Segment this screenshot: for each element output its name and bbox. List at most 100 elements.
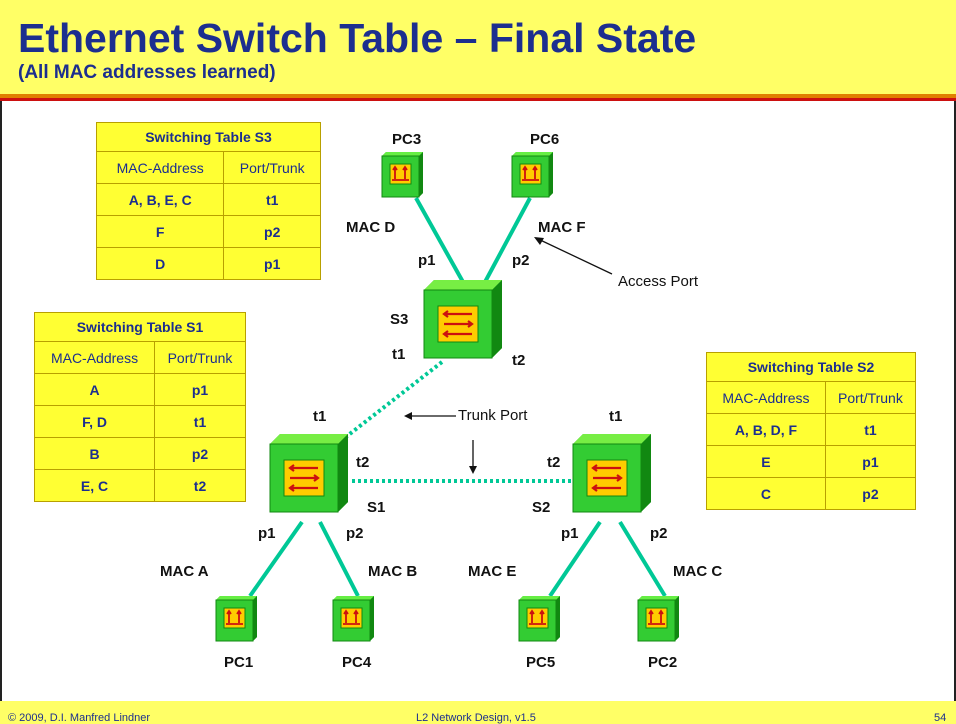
- port-cell: p1: [824, 445, 917, 478]
- mac-cell: E, C: [33, 469, 156, 502]
- access-port-arrow: [535, 237, 613, 275]
- s3-p1-label: p1: [418, 252, 436, 269]
- header-divider-orange: [0, 94, 956, 98]
- switch-icon: [268, 432, 350, 514]
- mac-cell: E: [706, 445, 826, 478]
- port-cell: p2: [223, 215, 321, 248]
- trunk-s3-s1: [340, 360, 444, 442]
- trunk-port-label: Trunk Port: [458, 407, 528, 424]
- mac-cell: C: [706, 477, 826, 510]
- footer-course-title: L2 Network Design, v1.5: [416, 712, 536, 724]
- slide-footer: © 2009, D.I. Manfred Lindner L2 Network …: [0, 701, 956, 724]
- mac-cell: A, B, D, F: [706, 413, 826, 446]
- port-cell: t1: [824, 413, 917, 446]
- slide-subtitle: (All MAC addresses learned): [18, 62, 276, 83]
- pc4-label: PC4: [342, 654, 372, 671]
- table-row: C p2: [706, 477, 917, 510]
- pc6-label: PC6: [530, 131, 559, 148]
- access-port-label: Access Port: [618, 273, 699, 290]
- pc2-label: PC2: [648, 654, 677, 671]
- mac-e-label: MAC E: [468, 563, 516, 580]
- table-row: F p2: [95, 215, 321, 248]
- s2-p1-label: p1: [561, 525, 579, 542]
- table-row: E, C t2: [33, 469, 246, 502]
- pc1-label: PC1: [224, 654, 253, 671]
- s3-p2-label: p2: [512, 252, 530, 269]
- port-cell: p2: [824, 477, 917, 510]
- link-pc6-s3: [483, 197, 532, 283]
- table-row: A, B, D, F t1: [706, 413, 917, 446]
- mac-cell: F, D: [33, 405, 156, 438]
- column-header-mac: MAC-Address: [95, 151, 225, 184]
- mac-cell: B: [33, 437, 156, 470]
- link-pc3-s3: [414, 197, 465, 283]
- port-cell: p1: [154, 373, 246, 406]
- footer-copyright: © 2009, D.I. Manfred Lindner: [8, 712, 151, 724]
- pc5-label: PC5: [526, 654, 555, 671]
- pc-icon: [518, 595, 561, 642]
- port-cell: t1: [154, 405, 246, 438]
- column-header-mac: MAC-Address: [33, 341, 156, 374]
- s1-label: S1: [367, 499, 385, 516]
- mac-b-label: MAC B: [368, 563, 417, 580]
- mac-cell: A, B, E, C: [95, 183, 225, 216]
- column-header-mac: MAC-Address: [706, 381, 826, 414]
- left-border: [0, 101, 2, 701]
- link-s2-pc5: [548, 520, 602, 598]
- slide-header: Ethernet Switch Table – Final State (All…: [0, 0, 956, 94]
- switching-table-s3: Switching Table S3 MAC-Address Port/Trun…: [95, 122, 321, 280]
- table-title: Switching Table S2: [706, 352, 916, 382]
- s2-label: S2: [532, 499, 550, 516]
- s2-t2-label: t2: [547, 454, 560, 471]
- column-header-port: Port/Trunk: [223, 151, 321, 184]
- mac-cell: D: [95, 247, 225, 280]
- trunk-port-arrowhead-down: [469, 466, 477, 474]
- table-row: A, B, E, C t1: [95, 183, 321, 216]
- pc-icon: [637, 595, 680, 642]
- column-header-port: Port/Trunk: [824, 381, 917, 414]
- trunk-port-arrowhead-left: [404, 412, 412, 420]
- pc-icon: [381, 151, 424, 198]
- table-title: Switching Table S3: [96, 122, 321, 152]
- mac-d-label: MAC D: [346, 219, 395, 236]
- header-divider-red: [0, 98, 956, 101]
- port-cell: p1: [223, 247, 321, 280]
- table-row: F, D t1: [33, 405, 246, 438]
- table-row: E p1: [706, 445, 917, 478]
- port-cell: t1: [223, 183, 321, 216]
- s1-p1-label: p1: [258, 525, 276, 542]
- switch-icon: [422, 278, 504, 360]
- s1-p2-label: p2: [346, 525, 364, 542]
- s3-label: S3: [390, 311, 408, 328]
- column-header-port: Port/Trunk: [154, 341, 246, 374]
- mac-cell: A: [33, 373, 156, 406]
- s1-t2-label: t2: [356, 454, 369, 471]
- switching-table-s2: Switching Table S2 MAC-Address Port/Trun…: [706, 352, 917, 510]
- access-port-arrowhead: [534, 237, 544, 245]
- link-s2-pc2: [618, 520, 667, 598]
- mac-c-label: MAC C: [673, 563, 722, 580]
- page-number: 54: [934, 712, 947, 724]
- switch-icon: [571, 432, 653, 514]
- table-row: D p1: [95, 247, 321, 280]
- pc-icon: [332, 595, 375, 642]
- s3-t2-label: t2: [512, 352, 525, 369]
- s1-t1-label: t1: [313, 408, 326, 425]
- s2-p2-label: p2: [650, 525, 668, 542]
- switching-table-s1: Switching Table S1 MAC-Address Port/Trun…: [33, 312, 246, 502]
- port-cell: p2: [154, 437, 246, 470]
- s2-t1-label: t1: [609, 408, 622, 425]
- table-row: A p1: [33, 373, 246, 406]
- table-row: B p2: [33, 437, 246, 470]
- mac-a-label: MAC A: [160, 563, 209, 580]
- table-title: Switching Table S1: [34, 312, 246, 342]
- link-s1-pc4: [318, 521, 360, 597]
- pc-icon: [511, 151, 554, 198]
- right-border: [954, 101, 956, 701]
- pc-icon: [215, 595, 258, 642]
- mac-f-label: MAC F: [538, 219, 586, 236]
- slide-title: Ethernet Switch Table – Final State: [18, 15, 697, 61]
- mac-cell: F: [95, 215, 225, 248]
